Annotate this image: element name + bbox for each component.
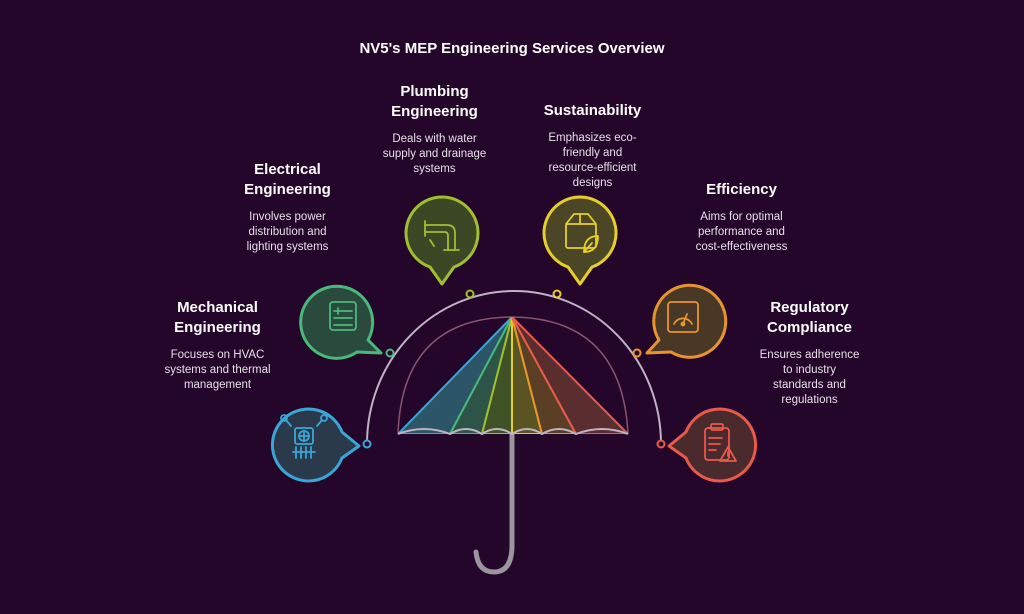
canopy-panel-6: [511, 317, 628, 434]
service-name: Electrical Engineering: [244, 161, 331, 198]
bubble-mechanical: [270, 407, 361, 483]
electrical-panel-icon: [329, 301, 357, 331]
arc-dot-plumbing: [465, 289, 475, 299]
service-name: Sustainability: [543, 102, 642, 119]
arc-dot-efficiency: [632, 348, 642, 358]
page-title: NV5's MEP Engineering Services Overview: [359, 40, 665, 57]
outer-arc: [366, 290, 662, 445]
umbrella-handle: [473, 427, 515, 575]
service-name: Plumbing Engineering: [391, 83, 478, 120]
service-plumbing: Plumbing Engineering Deals with water su…: [357, 82, 512, 177]
bubble-electrical: [299, 284, 383, 360]
arc-dot-regulatory: [656, 439, 666, 449]
arc-dot-sustainability: [552, 289, 562, 299]
bubble-efficiency: [645, 283, 728, 359]
service-description: Ensures adherence to industry standards …: [759, 349, 860, 406]
service-name: Efficiency: [706, 181, 777, 198]
service-sustainability: Sustainability Emphasizes eco- friendly …: [515, 101, 670, 191]
bubble-regulatory: [667, 407, 758, 483]
clipboard-warning-icon: [704, 423, 737, 462]
service-description: Emphasizes eco- friendly and resource-ef…: [548, 132, 637, 189]
pipe-faucet-icon: [424, 220, 460, 251]
service-description: Aims for optimal performance and cost-ef…: [695, 211, 788, 253]
arc-dot-mechanical: [362, 439, 372, 449]
service-description: Deals with water supply and drainage sys…: [382, 133, 487, 175]
eco-box-leaf-icon: [565, 213, 599, 253]
service-regulatory: Regulatory Compliance Ensures adherence …: [732, 298, 887, 408]
umbrella-canopy: [398, 317, 628, 434]
canopy-outline: [397, 316, 629, 435]
service-electrical: Electrical Engineering Involves power di…: [210, 160, 365, 255]
service-description: Involves power distribution and lighting…: [246, 211, 329, 253]
service-name: Mechanical Engineering: [174, 299, 261, 336]
service-description: Focuses on HVAC systems and thermal mana…: [164, 349, 271, 391]
service-mechanical: Mechanical Engineering Focuses on HVAC s…: [140, 298, 295, 393]
service-efficiency: Efficiency Aims for optimal performance …: [664, 180, 819, 255]
canopy-scallop-edge: [397, 428, 629, 436]
bubble-sustainability: [542, 195, 618, 286]
service-name: Regulatory Compliance: [766, 299, 853, 336]
hvac-fan-icon: [280, 414, 328, 459]
bubble-plumbing: [404, 195, 480, 286]
gauge-icon: [667, 301, 699, 333]
arc-dot-electrical: [385, 348, 395, 358]
